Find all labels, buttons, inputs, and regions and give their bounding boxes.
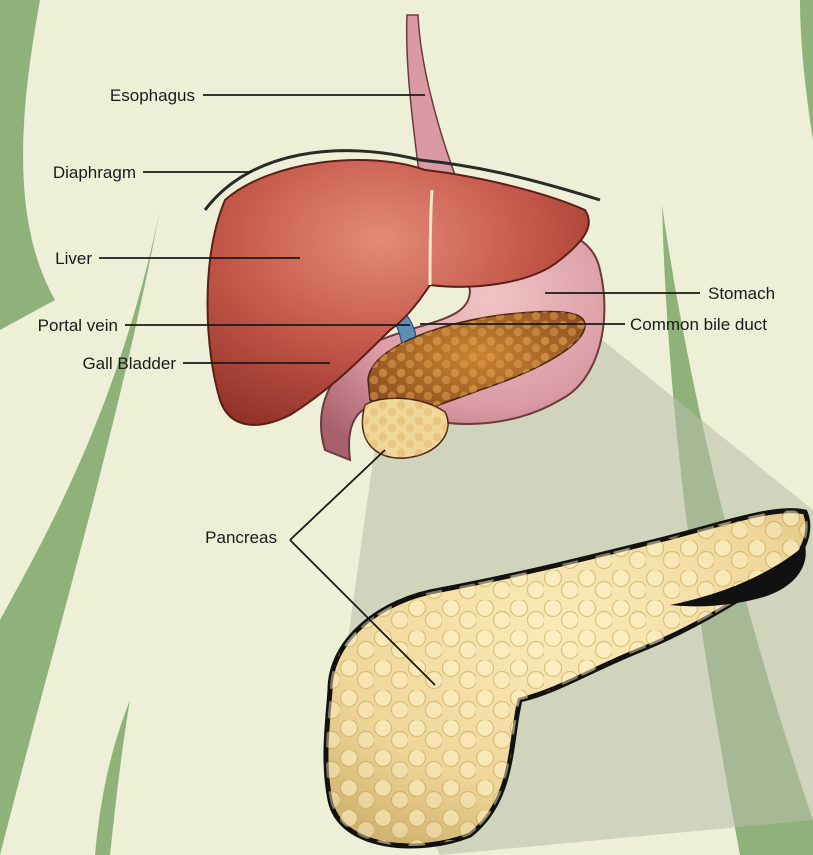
inguinal-line-left: [95, 700, 130, 855]
label-diaphragm: Diaphragm: [53, 163, 136, 182]
label-esophagus: Esophagus: [110, 86, 195, 105]
label-portal-vein: Portal vein: [38, 316, 118, 335]
label-liver: Liver: [55, 249, 92, 268]
left-body-outline: [0, 0, 55, 330]
esophagus: [407, 15, 455, 180]
label-stomach: Stomach: [708, 284, 775, 303]
label-pancreas: Pancreas: [205, 528, 277, 547]
right-body-outline: [800, 0, 813, 140]
label-common-bile-duct: Common bile duct: [630, 315, 767, 334]
label-gall-bladder: Gall Bladder: [82, 354, 176, 373]
